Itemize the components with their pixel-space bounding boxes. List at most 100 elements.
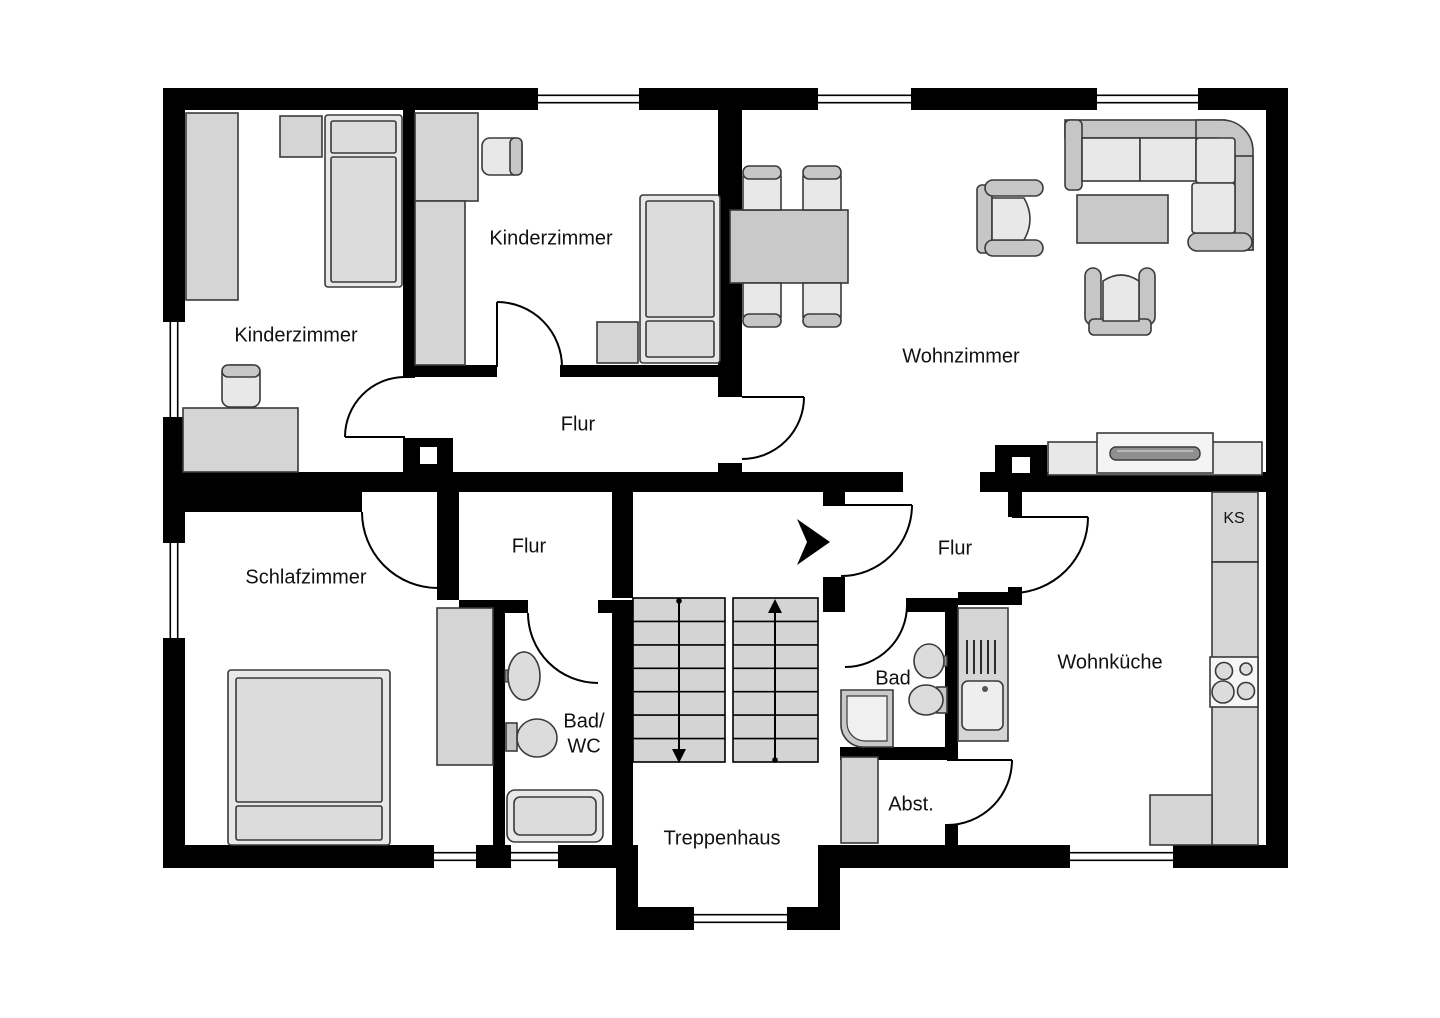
dish-drainer-icon [966, 640, 996, 674]
staircase [632, 597, 819, 763]
corner-sofa [1064, 119, 1254, 252]
wall-flur-kueche-a [1008, 490, 1022, 517]
furniture-schlafzimmer [227, 607, 494, 846]
toilet [505, 718, 558, 758]
kitchen-units [957, 491, 1259, 846]
windows [163, 88, 1198, 930]
wall-band-east [980, 472, 1267, 492]
window-left-1 [163, 322, 185, 417]
door-wohnkueche [1011, 516, 1089, 594]
label-flur-right: Flur [938, 537, 973, 559]
furniture-wohnzimmer [729, 119, 1263, 476]
window-bottom-3 [1070, 845, 1173, 868]
door-bad [844, 604, 908, 668]
furniture-kinderzimmer-middle [414, 112, 721, 366]
window-top-1 [538, 88, 639, 110]
window-bottom-2 [511, 845, 558, 868]
label-bad-wc-line2: WC [567, 735, 600, 757]
door-schlafzimmer [361, 511, 439, 589]
wall-bad-top [906, 598, 958, 612]
bed [324, 114, 403, 288]
kitchen-sink [961, 680, 1004, 731]
wall-exterior-top [163, 88, 1288, 110]
wall-schlafzimmer-badwc [493, 600, 505, 845]
label-bad: Bad [875, 667, 911, 689]
fixtures-bad-wc [504, 651, 604, 843]
door-kinderzimmer-left [344, 376, 406, 438]
room-labels: Kinderzimmer Kinderzimmer Wohnzimmer Flu… [234, 227, 1244, 849]
label-kinderzimmer-left: Kinderzimmer [234, 324, 358, 346]
label-treppenhaus: Treppenhaus [663, 827, 780, 849]
wall-exterior-bottom-left [163, 845, 616, 868]
chair [481, 137, 523, 176]
wall-landing-west-upper [612, 472, 633, 598]
washbasin [504, 651, 541, 701]
dining-table [729, 209, 849, 284]
label-wohnzimmer: Wohnzimmer [902, 345, 1020, 367]
wall-exterior-left [163, 88, 185, 868]
wardrobe [185, 112, 239, 301]
wall-kinderzimmer-divider [403, 110, 415, 378]
wall-schlafzimmer-flur [437, 490, 459, 600]
door-apartment-entrance [797, 504, 913, 577]
wall-kzmid-flur-a [415, 365, 497, 377]
label-bad-wc-line1: Bad/ [563, 710, 605, 732]
washbasin [913, 643, 948, 679]
entrance-arrow-icon [797, 519, 830, 565]
label-kinderzimmer-middle: Kinderzimmer [489, 227, 613, 249]
wall-bad-kueche [945, 612, 958, 760]
desk [182, 407, 299, 473]
wall-entrance-b [823, 577, 845, 612]
wall-entrance-a [823, 490, 845, 506]
tv-screen [1109, 446, 1201, 461]
door-wohnzimmer [741, 396, 805, 460]
wall-band-west [182, 472, 612, 492]
window-left-2 [163, 543, 185, 638]
wardrobe [436, 607, 494, 766]
sideboard-tv [1047, 432, 1263, 476]
stairs-up-arrow-icon [768, 599, 782, 763]
label-wohnkueche: Wohnküche [1057, 651, 1162, 673]
door-bad-wc [527, 612, 599, 684]
wall-schlafzimmer-top [182, 490, 362, 512]
label-abstellraum: Abst. [888, 793, 934, 815]
tap-icon [982, 686, 988, 692]
wardrobe-lower [414, 200, 466, 366]
chimney-left-flue [420, 447, 437, 464]
counter-bottom [1149, 794, 1213, 846]
shelf [279, 115, 323, 158]
armchair [1084, 267, 1156, 336]
shower [840, 689, 894, 748]
door-abstellraum [946, 759, 1013, 826]
stove [1209, 656, 1259, 708]
label-flur-left: Flur [512, 535, 547, 557]
label-kuehlschrank: KS [1223, 510, 1244, 527]
doors [344, 301, 1089, 826]
window-stairwell [694, 907, 787, 930]
dining-chair [802, 282, 842, 328]
chimney-right-flue [1012, 457, 1030, 473]
window-top-3 [1097, 88, 1198, 110]
wall-kzmid-flur-b [560, 365, 730, 377]
dining-chair [742, 165, 782, 211]
sink-unit [957, 607, 1009, 742]
nightstand [596, 321, 639, 364]
stairs-down-arrow-icon [672, 598, 686, 763]
desk-chair [221, 364, 261, 408]
dining-chair [742, 282, 782, 328]
wall-exterior-right [1266, 88, 1288, 868]
door-kinderzimmer-middle [496, 301, 563, 368]
storage-shelf [840, 756, 879, 844]
wall-flur-kueche-b [1008, 587, 1022, 605]
label-schlafzimmer: Schlafzimmer [245, 566, 366, 588]
bathtub [506, 789, 604, 843]
wall-landing-west-lower [612, 613, 633, 845]
armchair [976, 179, 1044, 257]
wall-exterior-bottom-right [840, 845, 1288, 868]
double-bed [227, 669, 391, 846]
coffee-table [1076, 194, 1169, 244]
wardrobe-upper [414, 112, 479, 202]
furniture-kinderzimmer-left [182, 112, 403, 473]
wall-kueche-connector [958, 592, 1008, 605]
